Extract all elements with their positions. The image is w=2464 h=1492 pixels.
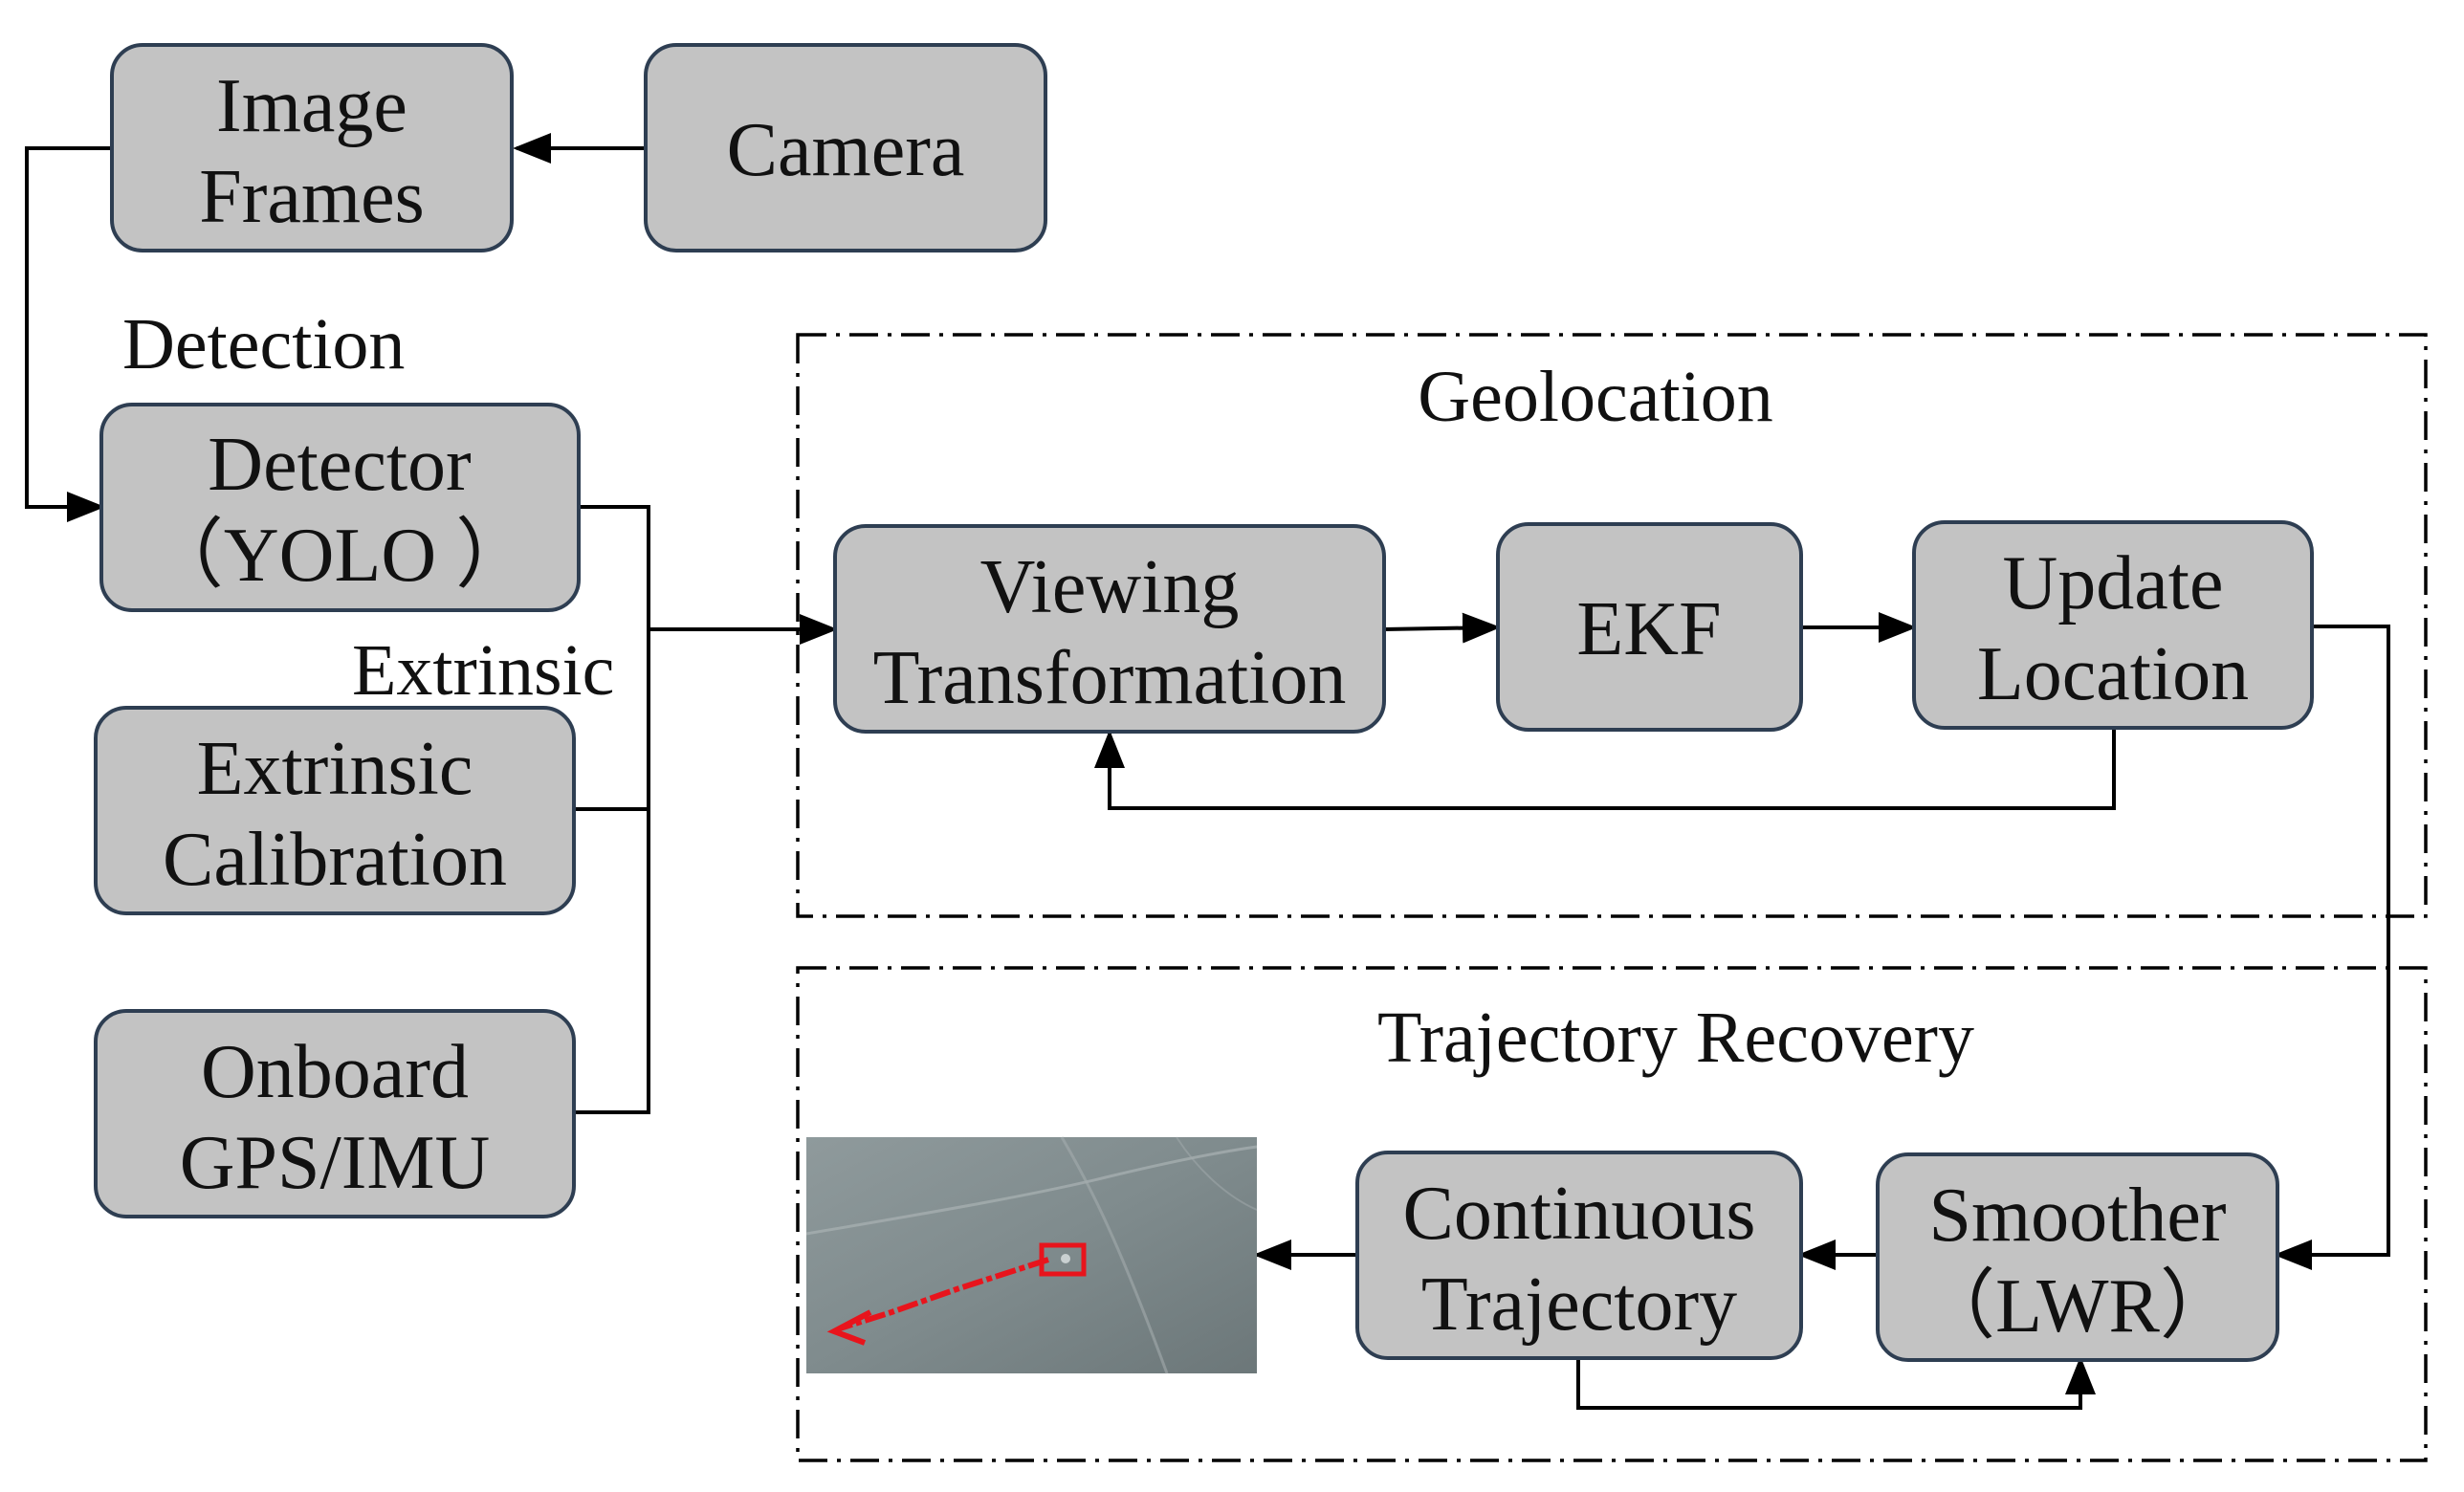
extrinsic-calibration-box: Extrinsic Calibration xyxy=(94,706,576,915)
onboard-gps-imu-line-1: Onboard xyxy=(201,1030,469,1114)
image-frames-box: Image Frames xyxy=(110,43,514,252)
viewing-transformation-line-2: Transformation xyxy=(873,636,1347,720)
geolocation-title: Geolocation xyxy=(1418,357,1772,437)
viewing-to-ekf-arrow xyxy=(1383,612,1501,644)
update-location-line-2: Location xyxy=(1977,632,2249,716)
smoother-line-1: Smoother xyxy=(1928,1174,2226,1258)
camera-box: Camera xyxy=(644,43,1047,252)
detector-box: Detector （YOLO ） xyxy=(99,403,581,612)
trajectory-recovery-group xyxy=(796,966,2428,1462)
viewing-transformation-line-1: Viewing xyxy=(980,545,1240,629)
image-frames-line-1: Image xyxy=(216,64,407,148)
onboard-gps-imu-line-2: GPS/IMU xyxy=(180,1121,491,1205)
detector-line-1: Detector xyxy=(208,423,471,507)
ekf-label: EKF xyxy=(1576,587,1721,671)
image-frames-line-2: Frames xyxy=(199,155,425,239)
ekf-box: EKF xyxy=(1496,522,1803,732)
trajectory-arrow-head xyxy=(826,1309,872,1346)
target-bounding-box xyxy=(1039,1242,1087,1277)
continuous-trajectory-box: Continuous Trajectory xyxy=(1355,1151,1803,1360)
image-frames-to-detector-arrow xyxy=(25,146,112,522)
viewing-transformation-box: Viewing Transformation xyxy=(833,524,1386,734)
update-location-box: Update Location xyxy=(1912,520,2314,730)
extrinsic-calibration-line-2: Calibration xyxy=(163,818,507,902)
continuous-trajectory-line-1: Continuous xyxy=(1403,1172,1756,1256)
extrinsic-label: Extrinsic xyxy=(352,630,614,711)
continuous-trajectory-line-2: Trajectory xyxy=(1421,1262,1737,1347)
trajectory-result-image xyxy=(805,1136,1258,1374)
smoother-box: Smoother （LWR） xyxy=(1876,1152,2279,1362)
continuous-to-smoother-arrow xyxy=(1576,1356,2096,1410)
onboard-gps-imu-box: Onboard GPS/IMU xyxy=(94,1009,576,1218)
detection-label: Detection xyxy=(122,304,405,384)
detector-line-2: （YOLO ） xyxy=(147,514,532,598)
trajectory-path xyxy=(839,1257,1049,1331)
extrinsic-calibration-line-1: Extrinsic xyxy=(197,727,473,811)
update-feedback-arrow xyxy=(1094,727,2116,810)
geolocation-group xyxy=(796,333,2428,918)
camera-label: Camera xyxy=(727,108,965,192)
trajectory-recovery-title: Trajectory Recovery xyxy=(1377,998,1974,1078)
smoother-line-2: （LWR） xyxy=(1919,1264,2236,1349)
update-location-line-1: Update xyxy=(2002,541,2223,625)
update-to-smoother-arrow xyxy=(2274,625,2390,1270)
